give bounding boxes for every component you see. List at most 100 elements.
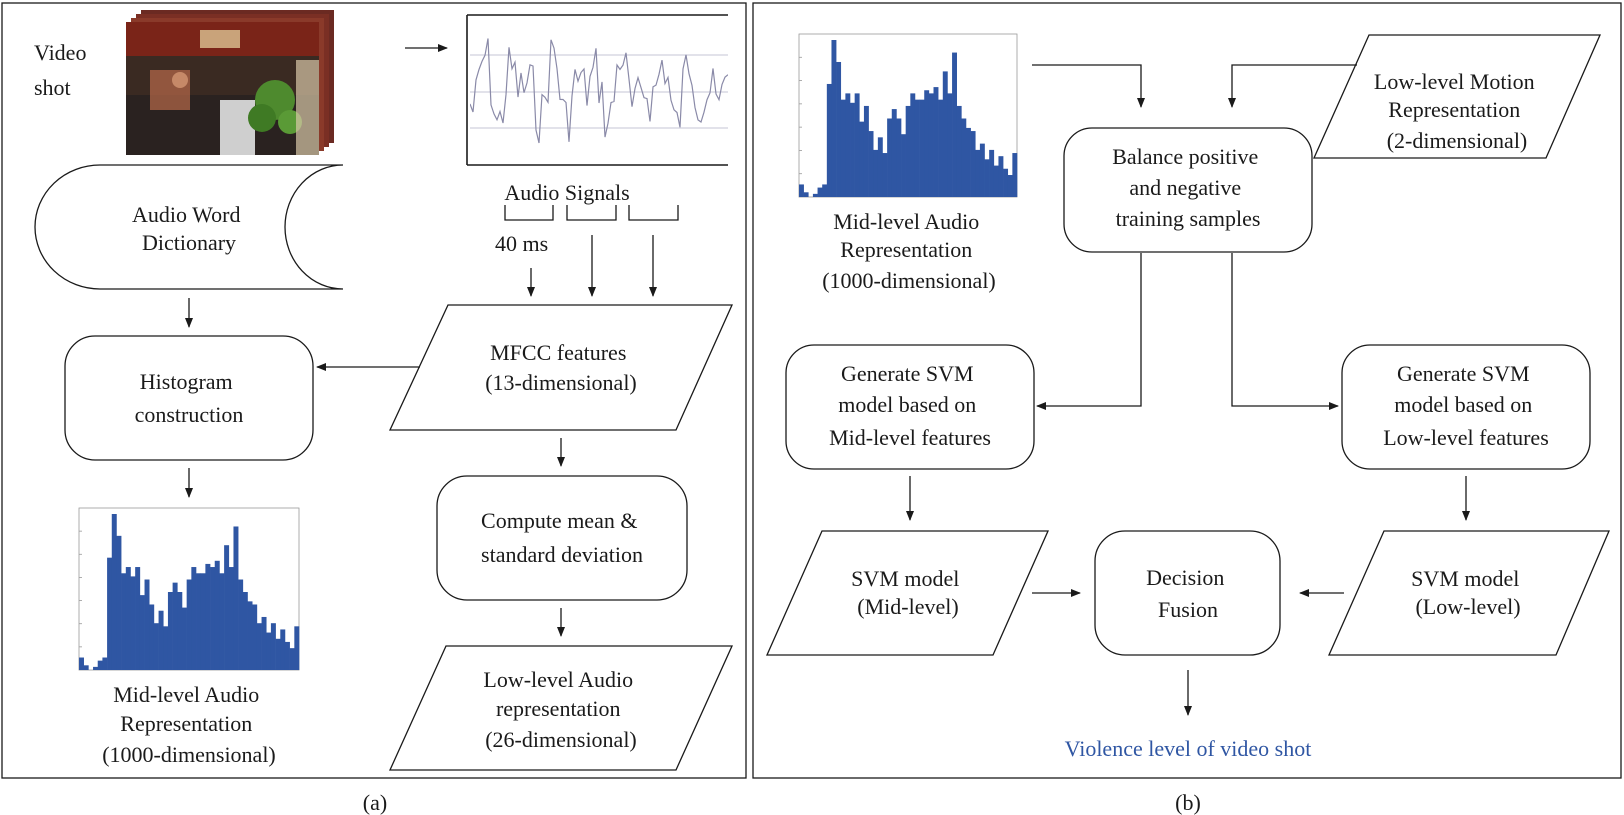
histogram-bar (163, 626, 169, 670)
arrow-balance-to-svm-low-gen (1231, 253, 1339, 410)
histogram-bar (1003, 168, 1009, 197)
histogram-bar (887, 118, 893, 197)
violence-level-outcome: Violence level of video shot (1065, 736, 1312, 761)
histogram-bar (167, 592, 173, 670)
histogram-bar (107, 557, 113, 670)
caption-b: (b) (1175, 790, 1201, 815)
histogram-bar (121, 573, 127, 670)
arrow-midlevel-to-balance (1032, 64, 1145, 108)
balance-samples-label: Balance positive and negative training s… (1112, 144, 1264, 231)
svm-model-low-box (1328, 530, 1610, 656)
histogram-bar (247, 601, 253, 670)
histogram-bar (891, 109, 897, 197)
panel-a-frame (1, 2, 747, 779)
histogram-bar (261, 616, 267, 670)
histogram-bar (284, 641, 290, 670)
generate-svm-mid-label: Generate SVM model based on Mid-level fe… (829, 361, 991, 450)
histogram-bar (989, 149, 995, 197)
low-level-audio-box (388, 645, 734, 771)
compute-mean-std-label: Compute mean & standard deviation (481, 508, 643, 567)
histogram-bar (947, 93, 953, 197)
histogram-construction-label: Histogram construction (135, 369, 244, 427)
low-level-motion-label: Low-level Motion Representation (2-dimen… (1374, 69, 1540, 153)
audio-signals-label: Audio Signals (504, 180, 629, 205)
histogram-bar (812, 193, 818, 197)
panel-b-frame (752, 2, 1622, 779)
histogram-bar (956, 105, 962, 197)
histogram-bar (914, 99, 920, 197)
histogram-bar (158, 610, 164, 670)
histogram-bar (868, 131, 874, 197)
histogram-bar (233, 526, 239, 670)
histogram-bar (242, 592, 248, 670)
histogram-bar (139, 595, 145, 670)
histogram-bar (144, 579, 150, 670)
histogram-bar (205, 563, 211, 670)
histogram-bar (859, 121, 865, 197)
histogram-bar (219, 573, 225, 670)
histogram-bar (975, 149, 981, 197)
frame-brackets (504, 205, 679, 221)
histogram-bar (882, 153, 888, 197)
histogram-bar (186, 579, 192, 670)
histogram-bar (177, 592, 183, 670)
window-length-label: 40 ms (495, 231, 548, 256)
histogram-bar (228, 567, 234, 670)
histogram-bar (275, 638, 281, 670)
histogram-bar (850, 102, 855, 197)
histogram-bar (102, 657, 108, 670)
histogram-bar (877, 137, 883, 197)
histogram-bar (210, 567, 216, 670)
svm-model-mid-box (766, 530, 1049, 656)
histogram-bar (191, 567, 197, 670)
mid-level-audio-label-b: Mid-level Audio Representation (1000-dim… (822, 209, 996, 293)
histogram-bar (252, 604, 258, 670)
caption-a: (a) (363, 790, 387, 815)
balance-samples-box (1063, 127, 1313, 253)
histogram-bar (266, 632, 272, 670)
video-frames-image (126, 10, 334, 155)
decision-fusion-label: Decision Fusion (1146, 565, 1230, 622)
histogram-bar (905, 105, 911, 197)
video-shot-label: Video shot (34, 40, 92, 100)
dictionary-label: Audio Word Dictionary (132, 202, 246, 255)
histogram-bar (116, 535, 122, 670)
generate-svm-low-box (1341, 344, 1591, 470)
arrow-motion-to-balance (1228, 64, 1357, 108)
mfcc-features-box (388, 304, 734, 431)
audio-word-dictionary (34, 164, 344, 290)
histogram-bar (822, 184, 828, 197)
histogram-bar (181, 607, 187, 670)
histogram-bar (961, 118, 967, 197)
generate-svm-low-label: Generate SVM model based on Low-level fe… (1383, 361, 1549, 450)
histogram-bar (79, 657, 84, 670)
histogram-bar (135, 567, 141, 670)
histogram-bar (83, 665, 89, 670)
histogram-bar (854, 93, 860, 197)
histogram-bar (845, 93, 851, 197)
histogram-bar (984, 159, 990, 197)
mid-level-histogram-b (798, 33, 1018, 198)
histogram-bar (224, 545, 230, 670)
histogram-bar (933, 87, 939, 197)
mid-level-audio-label-a: Mid-level Audio Representation (1000-dim… (102, 682, 276, 767)
histogram-bar (979, 143, 985, 197)
histogram-construction-box (64, 335, 314, 461)
low-level-audio-label: Low-level Audio representation (26-dimen… (483, 667, 638, 752)
histogram-bar (93, 666, 99, 670)
histogram-bar (993, 165, 999, 197)
mfcc-features-label: MFCC features (13-dimensional) (485, 340, 637, 395)
histogram-bar (200, 573, 206, 670)
histogram-bar (928, 93, 934, 197)
histogram-bar (130, 576, 136, 670)
histogram-bar (919, 99, 925, 197)
histogram-bar (153, 623, 159, 670)
generate-svm-mid-box (785, 344, 1035, 470)
histogram-bar (289, 648, 295, 670)
histogram-bar (125, 567, 131, 670)
histogram-bar (111, 514, 117, 670)
histogram-bar (896, 118, 902, 197)
histogram-bar (280, 629, 286, 670)
audio-waveform (466, 14, 728, 166)
